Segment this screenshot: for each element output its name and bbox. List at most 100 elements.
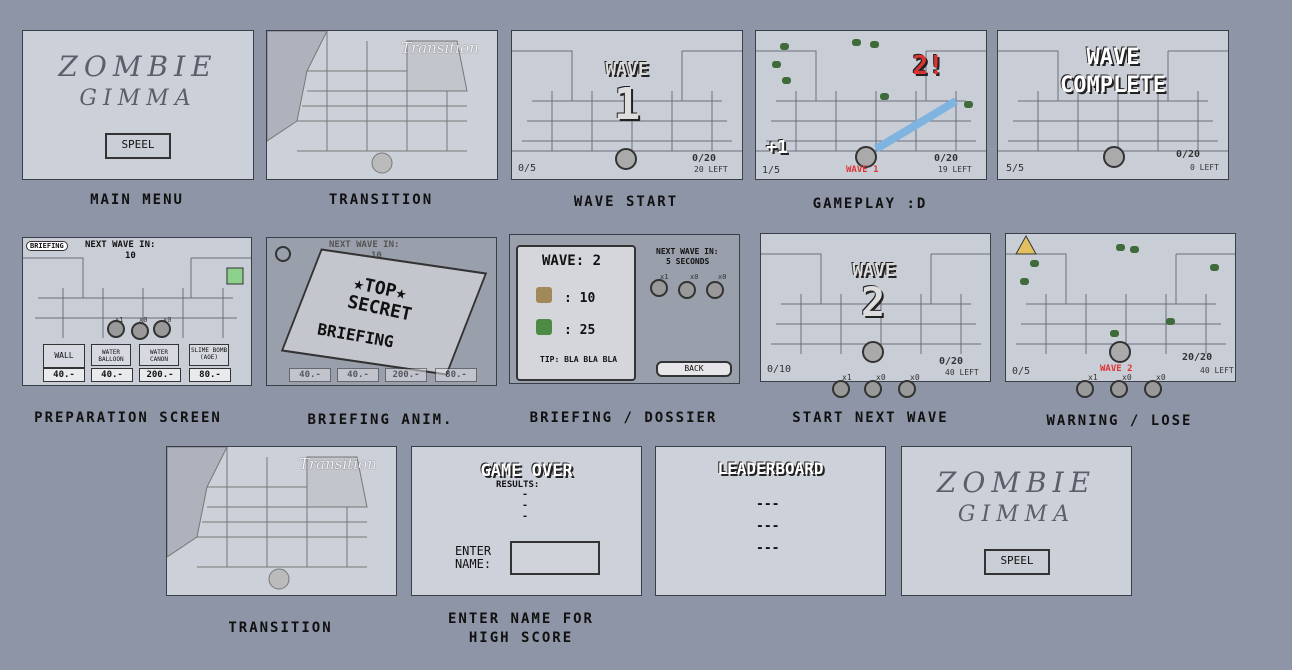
wave-indicator: WAVE 1: [846, 165, 879, 175]
caption-transition: Transition: [328, 192, 434, 208]
zombie-sprite: [1210, 264, 1219, 271]
logo-line1: ZOMBIE: [936, 466, 1097, 499]
tower-slot-t[interactable]: [153, 320, 171, 338]
enemy-soldier-icon: [536, 287, 552, 303]
panel-warning-lose: WAVE 2 0/5 20/20 40 LEFT: [1005, 233, 1236, 382]
panel-wave-start: WAVE 1 0/5 0/20 20 LEFT: [511, 30, 743, 180]
zombie-sprite: [1110, 330, 1119, 337]
tower-slot-e[interactable]: [650, 279, 668, 297]
enemies-left: 40 LEFT: [1200, 366, 1234, 375]
dossier-card: [516, 245, 636, 381]
tower-slot-e[interactable]: [832, 380, 850, 398]
panel-gameplay: 2! +1 1/5 WAVE 1 0/20 19 LEFT: [755, 30, 987, 180]
caption-wave-start: Wave start: [573, 194, 679, 210]
back-button[interactable]: BACK: [656, 361, 732, 377]
enemies-left: 20 LEFT: [694, 165, 728, 174]
name-input[interactable]: [510, 541, 600, 575]
zombie-sprite: [870, 41, 879, 48]
score-popup: +1: [766, 137, 788, 158]
shop-price-water-balloon: 40.-: [91, 368, 133, 382]
results-label: RESULTS:: [496, 480, 540, 490]
play-button[interactable]: SPEEL: [984, 549, 1050, 575]
tower-slot-e[interactable]: [107, 320, 125, 338]
slot-count-t: x0: [718, 273, 727, 281]
zombie-sprite: [1166, 318, 1175, 325]
briefing-tag[interactable]: BRIEFING: [26, 241, 68, 251]
caption-transition-2: transition: [228, 620, 333, 636]
panel-main-menu-return: ZOMBIE GIMMA SPEEL: [901, 446, 1132, 596]
caption-briefing-anim: briefing anim.: [307, 412, 454, 428]
shop-price-1: 40.-: [289, 368, 331, 382]
logo-line2: GIMMA: [79, 86, 197, 111]
logo-line1: ZOMBIE: [58, 50, 218, 83]
tower-slot-e[interactable]: [1076, 380, 1094, 398]
caption-main-menu: Main menu: [90, 192, 184, 208]
kill-counter: 0/20: [939, 356, 964, 367]
enemies-left: 40 LEFT: [945, 368, 979, 377]
panel-game-over: GAME OVER RESULTS: - - - ENTER NAME:: [411, 446, 642, 596]
zombie-sprite: [880, 93, 889, 100]
wave-number: 2: [860, 280, 886, 326]
slot-count-r: x0: [1122, 373, 1132, 382]
panel-leaderboard: LEADERBOARD --- --- ---: [655, 446, 886, 596]
arena-grid: [756, 50, 986, 168]
wave-indicator: WAVE 2: [1100, 364, 1133, 374]
result-1: -: [522, 489, 529, 500]
slot-count-e: x1: [1088, 373, 1098, 382]
tower-slot-r[interactable]: [1110, 380, 1128, 398]
lives-counter: 5/5: [1006, 163, 1025, 174]
caption-gameplay: Gameplay :D: [812, 196, 928, 212]
slot-count-r: x0: [139, 316, 148, 324]
result-3: -: [522, 511, 529, 522]
shop-price-4: 80.-: [435, 368, 477, 382]
tower-slot-t[interactable]: [706, 281, 724, 299]
play-button[interactable]: SPEEL: [105, 133, 171, 159]
slot-count-e: x1: [660, 273, 669, 281]
caption-start-next-wave: start next wave: [792, 410, 949, 426]
lives-counter: 0/5: [1012, 366, 1031, 377]
kill-counter: 0/20: [692, 153, 717, 164]
zombie-sprite: [780, 43, 789, 50]
panel-briefing-anim: NEXT WAVE IN: 10 ★TOP★ SECRET BRIEFING 4…: [266, 237, 497, 386]
tower-slot-r[interactable]: [678, 281, 696, 299]
wave-label: WAVE: [852, 260, 896, 281]
shop-price-water-canon: 200.-: [139, 368, 181, 382]
arena-grid: [512, 50, 742, 170]
enemies-left: 19 LEFT: [938, 165, 972, 174]
tower-slot-r[interactable]: [864, 380, 882, 398]
enter-name-label: ENTER NAME:: [454, 544, 492, 571]
slot-count-t: x0: [163, 316, 172, 324]
zombie-sprite: [964, 101, 973, 108]
tower-slot-r[interactable]: [131, 322, 149, 340]
zombie-sprite: [852, 39, 861, 46]
panel-start-next-wave: WAVE 2 0/10 0/20 40 LEFT: [760, 233, 991, 382]
arena-grid: [23, 257, 251, 338]
caption-briefing-dossier: briefing / dossier: [529, 410, 718, 426]
next-wave-value: 10: [125, 251, 136, 261]
tower-slot-t[interactable]: [1144, 380, 1162, 398]
settings-icon[interactable]: [275, 246, 291, 262]
wave-complete-line2: COMPLETE: [1060, 73, 1166, 98]
kill-counter: 0/20: [1176, 149, 1201, 160]
lives-counter: 0/10: [767, 364, 792, 375]
kill-counter: 0/20: [934, 153, 959, 164]
slot-count-r: x0: [876, 373, 886, 382]
slot-count-e: x1: [115, 316, 124, 324]
slot-count-t: x0: [910, 373, 920, 382]
tower-slot-t[interactable]: [898, 380, 916, 398]
shop-item-wall[interactable]: WALL: [43, 344, 85, 368]
arena-grid: [998, 50, 1228, 168]
shop-item-slime-bomb[interactable]: SLIME BOMB (AOE): [189, 344, 229, 366]
shop-item-water-balloon[interactable]: WATER BALLOON: [91, 344, 131, 366]
result-2: -: [522, 500, 529, 511]
zombie-sprite: [1020, 278, 1029, 285]
kill-counter: 20/20: [1182, 352, 1213, 363]
transition-label: Transition: [299, 455, 377, 473]
shop-item-water-canon[interactable]: WATER CANON: [139, 344, 179, 366]
zombie-sprite: [1030, 260, 1039, 267]
panel-preparation: BRIEFING NEXT WAVE IN: 10 x1 x0 x0 WALL …: [22, 237, 252, 386]
caption-enter-name: enter name for high score: [447, 611, 594, 646]
zombie-sprite: [772, 61, 781, 68]
combo-counter: 2!: [912, 51, 944, 81]
shop-price-wall: 40.-: [43, 368, 85, 382]
